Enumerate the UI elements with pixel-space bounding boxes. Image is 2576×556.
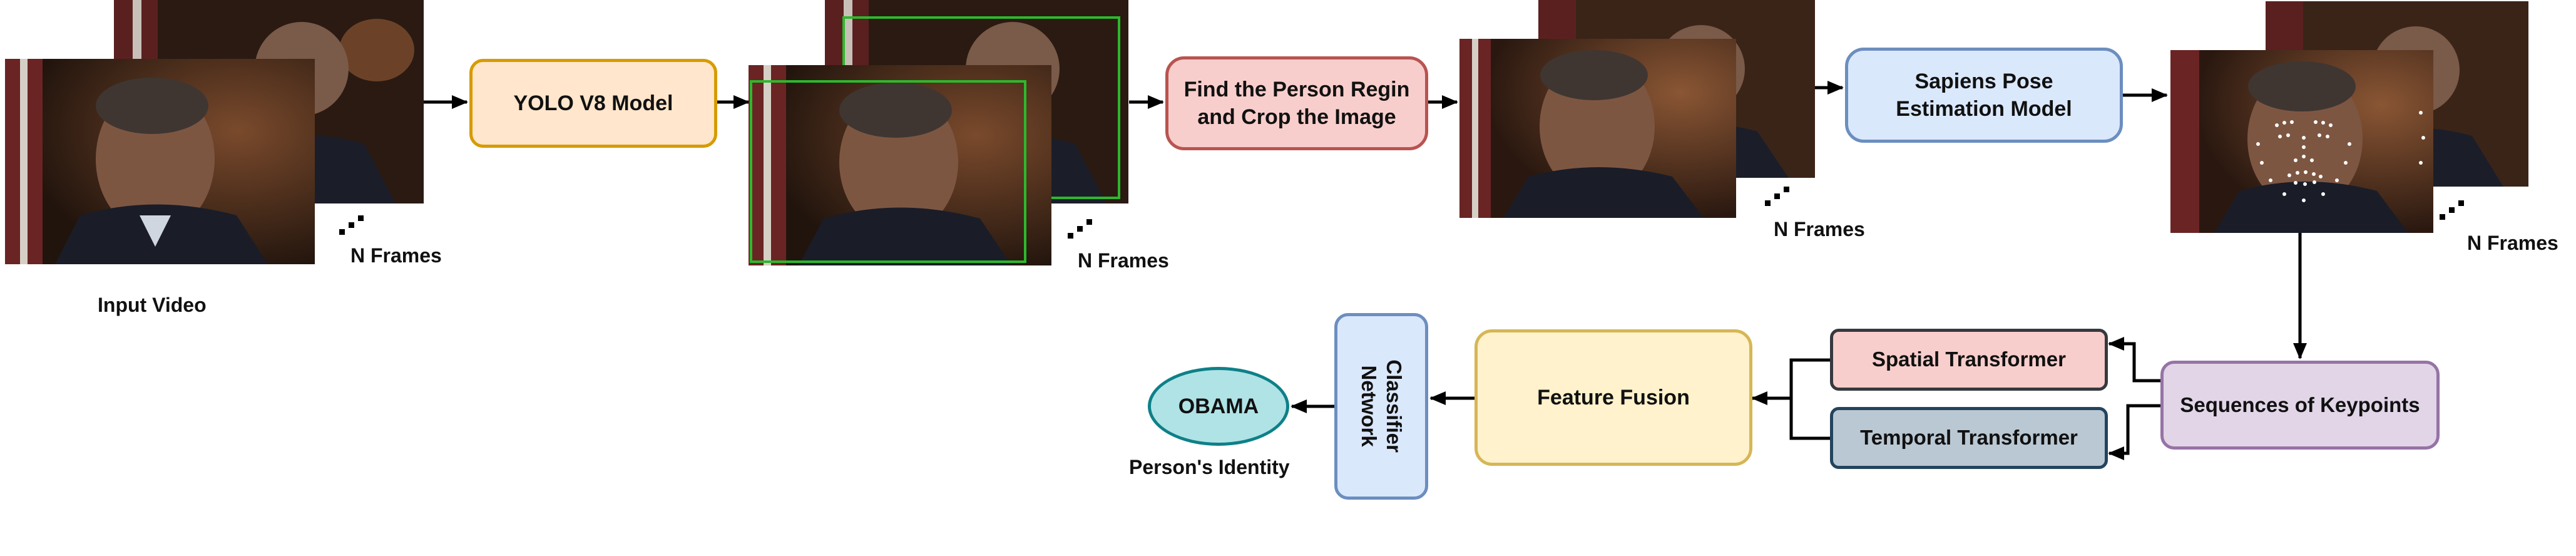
persons-identity-label: Person's Identity [1129, 456, 1290, 478]
output-identity-node: OBAMA [1148, 367, 1289, 446]
detection-front-frame [749, 65, 1051, 265]
video-frame-image [749, 65, 1051, 265]
detection-n-frames-label: N Frames [1078, 249, 1169, 272]
keypoint-n-frames-label: N Frames [2467, 232, 2558, 254]
find-person-node: Find the Person Regin and Crop the Image [1165, 56, 1428, 150]
crop-front-frame [1459, 39, 1736, 218]
detection-more-dots [1066, 217, 1095, 239]
arrow-temporal-to-fusion [1789, 398, 1830, 440]
input-video-label: Input Video [98, 294, 207, 316]
crop-more-dots [1764, 184, 1792, 207]
classifier-network-label: Classifier Network [1357, 359, 1406, 453]
yolo-model-node: YOLO V8 Model [469, 59, 717, 148]
facial-keypoints [2256, 111, 2425, 202]
crop-n-frames-label: N Frames [1774, 218, 1865, 240]
video-frame-image [1459, 39, 1736, 218]
keypoint-front-frame [2170, 50, 2433, 233]
sapiens-pose-node: Sapiens Pose Estimation Model [1845, 48, 2123, 143]
video-frame-image [5, 59, 315, 264]
arrow-sequences-to-spatial [2108, 337, 2160, 383]
temporal-transformer-node: Temporal Transformer [1830, 407, 2108, 469]
video-frame-image [2170, 50, 2433, 233]
sequences-keypoints-node: Sequences of Keypoints [2160, 361, 2440, 450]
classifier-network-node: Classifier Network [1334, 313, 1428, 500]
arrow-spatial-to-fusion [1751, 358, 1830, 405]
feature-fusion-node: Feature Fusion [1475, 329, 1752, 466]
input-n-frames-label: N Frames [350, 244, 442, 267]
input-video-more-dots [338, 213, 367, 235]
spatial-transformer-node: Spatial Transformer [1830, 329, 2108, 391]
input-video-front-frame [5, 59, 315, 264]
arrow-sequences-to-temporal [2108, 404, 2160, 460]
keypoint-more-dots [2438, 198, 2467, 220]
bounding-box [750, 80, 1026, 263]
